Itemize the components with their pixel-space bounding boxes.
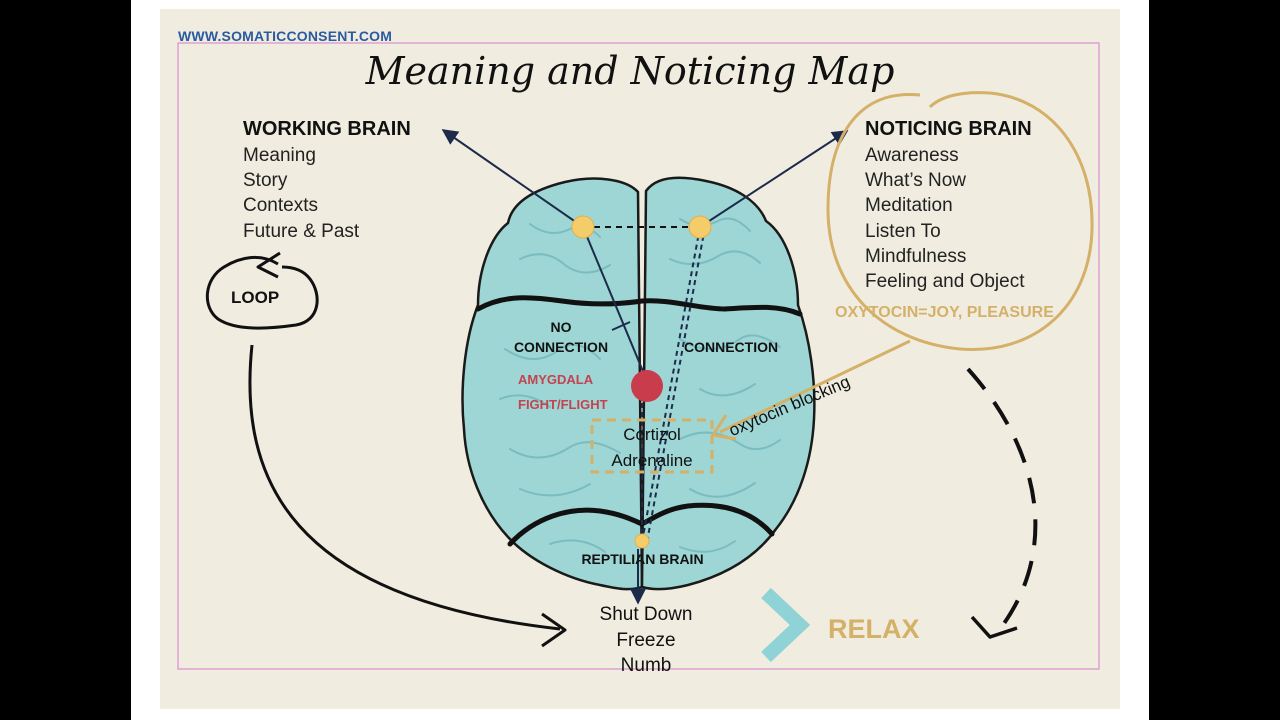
loop-to-shutdown-arrowhead [541, 612, 567, 648]
noticing-brain-gold-circle [826, 91, 1094, 352]
working-brain-item: Contexts [243, 195, 318, 217]
working-brain-block: WORKING BRAIN Meaning Story Contexts Fut… [243, 118, 411, 244]
shutdown-list: Shut Down Freeze Numb [586, 602, 706, 679]
working-brain-heading: WORKING BRAIN [243, 118, 411, 140]
noticing-to-relax-arrow [966, 367, 1038, 631]
reptilian-brain-label: REPTILIAN BRAIN [581, 551, 704, 567]
working-brain-node [571, 215, 595, 239]
hormone-adrenaline: Adrenaline [611, 451, 693, 470]
amygdala-line1: AMYGDALA [518, 372, 594, 387]
slide: WWW.SOMATICCONSENT.COM Meaning and Notic… [160, 9, 1120, 709]
connection-label: CONNECTION [684, 339, 779, 355]
brain-illustration [461, 176, 816, 591]
noticing-brain-item: Listen To [865, 220, 941, 242]
amygdala-line2: FIGHT/FLIGHT [518, 397, 608, 412]
working-brain-item: Future & Past [243, 220, 360, 242]
no-connection-line2: CONNECTION [513, 339, 609, 355]
noticing-brain-item: Feeling and Object [865, 271, 1025, 293]
arrow-to-noticing-brain [699, 130, 849, 228]
noticing-brain-item: What’s Now [865, 170, 967, 192]
amygdala-label: AMYGDALA FIGHT/FLIGHT [518, 367, 608, 417]
oxytocin-joy-label: OXYTOCIN=JOY, PLEASURE [835, 304, 1054, 321]
frontal-divider-line [475, 295, 803, 317]
hormone-cortizol: Cortizol [623, 425, 681, 444]
relax-chevron [761, 587, 811, 663]
noticing-brain-item: Mindfulness [865, 245, 967, 267]
shutdown-item: Numb [620, 655, 672, 676]
reptilian-node [634, 533, 650, 549]
loop-to-shutdown-arrow [248, 344, 561, 631]
brain-left-hemisphere [461, 177, 644, 591]
noticing-brain-item: Awareness [865, 145, 959, 166]
arrow-to-working-brain [441, 129, 584, 228]
loop-label: LOOP [231, 288, 280, 307]
relax-label: RELAX [828, 614, 920, 644]
no-connection-label: NO CONNECTION [506, 317, 616, 357]
hormones-label: Cortizol Adrenaline [596, 422, 708, 474]
working-brain-item: Meaning [243, 145, 316, 166]
hormones-box [590, 418, 714, 474]
shutdown-item: Shut Down [599, 604, 693, 625]
noticing-brain-node [688, 215, 712, 239]
brain-gyri [499, 217, 781, 553]
diagram-graphics [177, 42, 1100, 670]
no-connection-line1: NO [550, 319, 572, 335]
brain-right-hemisphere [640, 176, 816, 591]
page-title: Meaning and Noticing Map [365, 49, 895, 93]
noticing-brain-block: NOTICING BRAIN Awareness What’s Now Medi… [865, 118, 1032, 294]
amygdala-node [631, 370, 663, 402]
site-url[interactable]: WWW.SOMATICCONSENT.COM [178, 28, 393, 44]
no-connection-block-tick [611, 321, 631, 331]
shutdown-item: Freeze [616, 629, 676, 651]
noticing-brain-item: Meditation [865, 195, 953, 217]
loop-circle [205, 255, 319, 330]
noticing-brain-heading: NOTICING BRAIN [865, 118, 1032, 140]
loop-arrowhead [256, 251, 281, 279]
no-connection-line [582, 226, 648, 382]
slide-frame [177, 42, 1100, 670]
oxytocin-blocking-arrowhead [711, 414, 737, 441]
working-brain-item: Story [243, 170, 288, 192]
oxytocin-blocking-arrow-line [719, 339, 911, 434]
noticing-to-relax-arrowhead [970, 615, 1018, 639]
